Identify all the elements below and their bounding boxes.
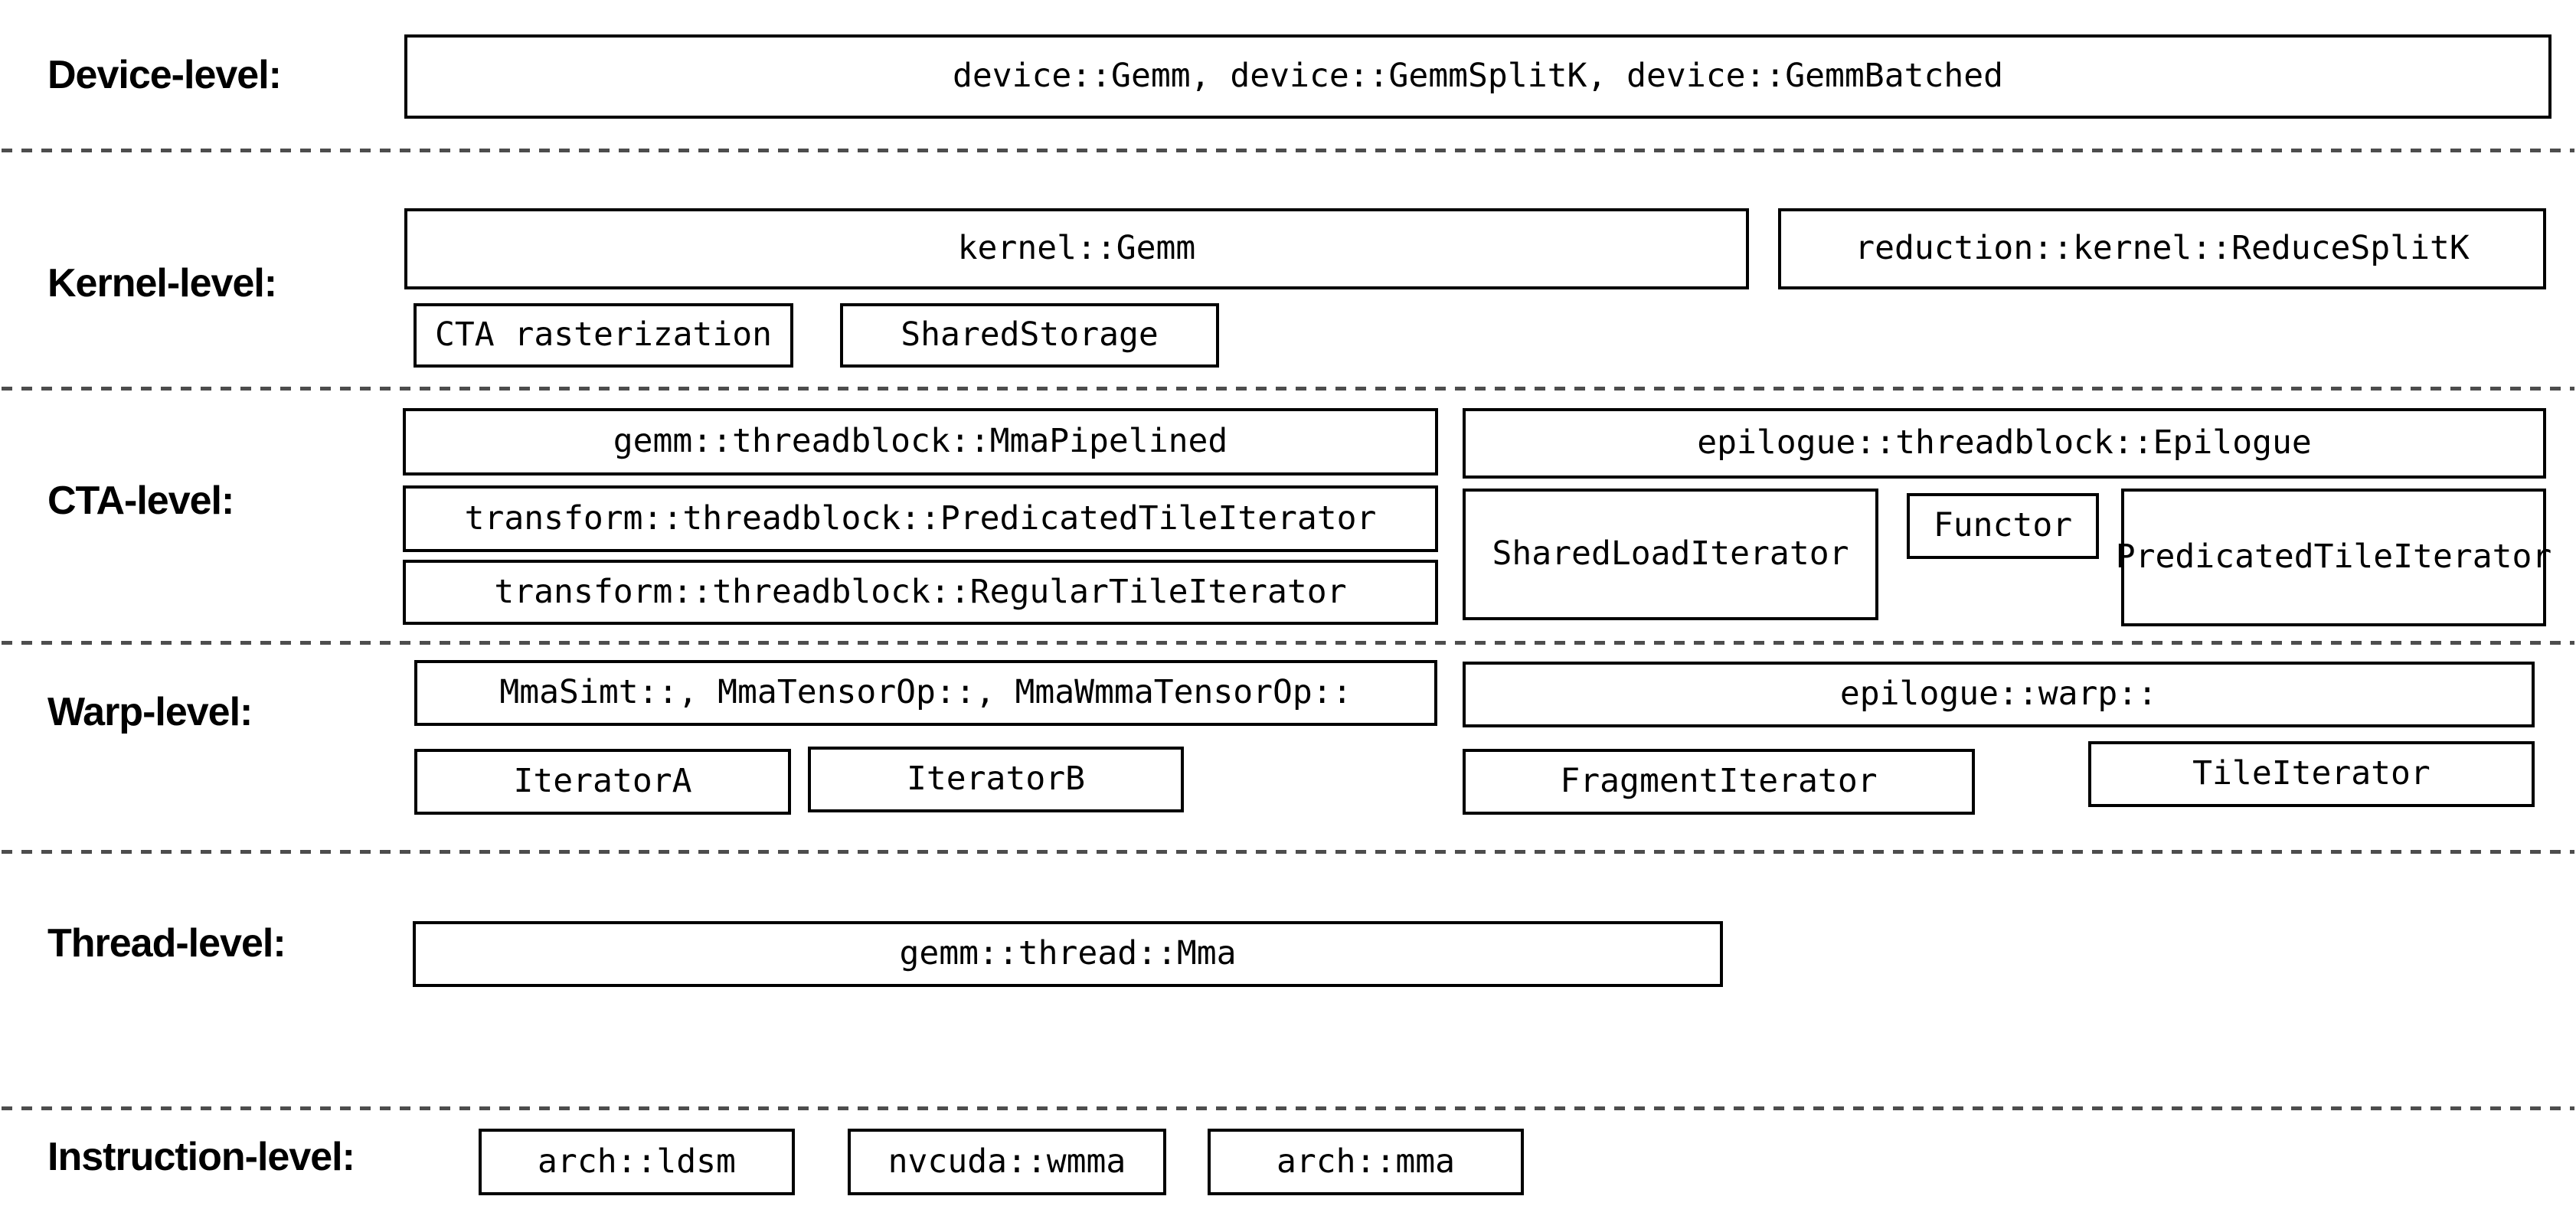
dashed-divider-warp-thread <box>2 850 2574 854</box>
cta-level-label: CTA-level: <box>47 479 234 523</box>
transform-threadblock-predicatedtileiterator-box: transform::threadblock::PredicatedTileIt… <box>403 485 1438 552</box>
dashed-divider-thread-instruction <box>2 1106 2574 1110</box>
thread-level-label: Thread-level: <box>47 921 286 966</box>
sharedloaditerator-box: SharedLoadIterator <box>1463 489 1878 620</box>
epilogue-threadblock-epilogue-box: epilogue::threadblock::Epilogue <box>1463 408 2546 479</box>
cta-rasterization-box: CTA rasterization <box>414 303 793 368</box>
warp-mma-variants-box: MmaSimt::, MmaTensorOp::, MmaWmmaTensorO… <box>414 660 1437 726</box>
transform-threadblock-regulartileiterator-box: transform::threadblock::RegularTileItera… <box>403 560 1438 625</box>
kernel-gemm-box: kernel::Gemm <box>404 208 1749 289</box>
nvcuda-wmma-box: nvcuda::wmma <box>848 1129 1166 1195</box>
device-level-label: Device-level: <box>47 53 282 97</box>
iterator-b-box: IteratorB <box>808 747 1184 812</box>
reduction-kernel-reducesplitk-box: reduction::kernel::ReduceSplitK <box>1778 208 2546 289</box>
dashed-divider-kernel-cta <box>2 387 2574 391</box>
gemm-thread-mma-box: gemm::thread::Mma <box>413 921 1723 987</box>
arch-mma-box: arch::mma <box>1208 1129 1524 1195</box>
epilogue-warp-box: epilogue::warp:: <box>1463 662 2535 727</box>
warp-level-label: Warp-level: <box>47 690 253 734</box>
shared-storage-box: SharedStorage <box>840 303 1219 368</box>
instruction-level-label: Instruction-level: <box>47 1135 355 1179</box>
kernel-level-label: Kernel-level: <box>47 261 277 306</box>
device-gemm-box: device::Gemm, device::GemmSplitK, device… <box>404 34 2551 119</box>
dashed-divider-device-kernel <box>2 149 2574 152</box>
functor-box: Functor <box>1907 493 2099 559</box>
tileiterator-box: TileIterator <box>2088 741 2535 807</box>
arch-ldsm-box: arch::ldsm <box>479 1129 795 1195</box>
epilogue-predicatedtileiterator-box: PredicatedTileIterator <box>2116 489 2551 626</box>
gemm-threadblock-mmapipelined-box: gemm::threadblock::MmaPipelined <box>403 408 1438 476</box>
dashed-divider-cta-warp <box>2 641 2574 645</box>
fragmentiterator-box: FragmentIterator <box>1463 749 1975 815</box>
iterator-a-box: IteratorA <box>414 749 791 815</box>
